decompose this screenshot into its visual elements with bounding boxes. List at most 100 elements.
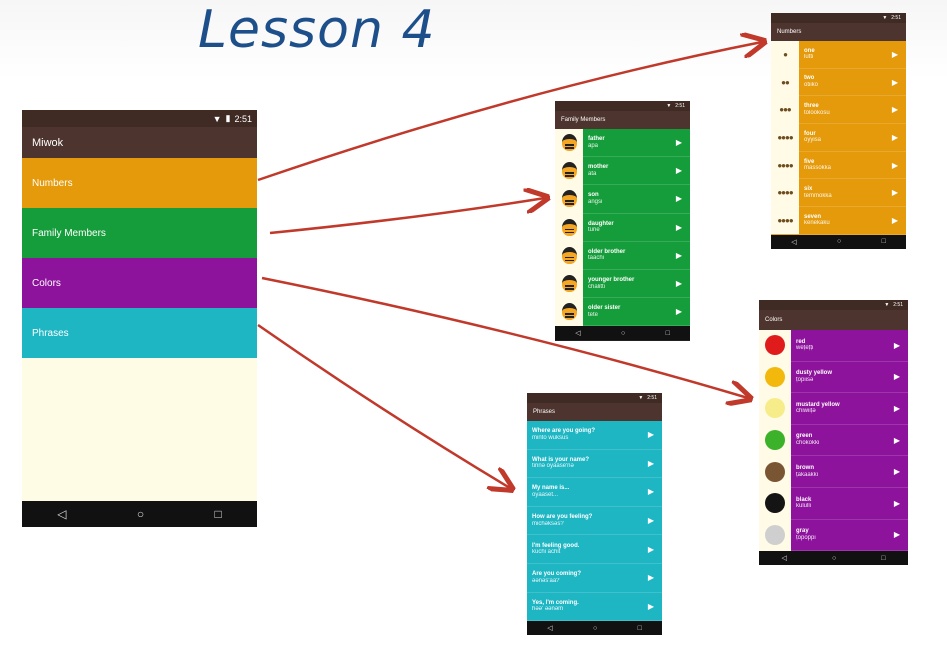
status-time: 2:51 xyxy=(893,302,903,308)
item-image xyxy=(759,519,791,551)
play-icon[interactable]: ▶ xyxy=(647,544,654,554)
item-image xyxy=(555,184,583,214)
color-swatch xyxy=(765,493,785,514)
item-english: My name is... xyxy=(532,485,570,492)
back-icon[interactable]: ◁ xyxy=(575,330,581,338)
app-bar: Phrases xyxy=(527,403,662,421)
play-icon[interactable]: ▶ xyxy=(647,573,654,583)
item-miwok: ṭakaakki xyxy=(796,471,819,478)
home-icon[interactable]: ○ xyxy=(831,554,837,562)
wifi-icon: ▼ xyxy=(884,302,890,308)
list-item[interactable]: How are you feeling?michәksәs?▶ xyxy=(527,506,662,536)
home-icon[interactable]: ○ xyxy=(136,507,145,521)
play-icon[interactable]: ▶ xyxy=(891,215,898,225)
play-icon[interactable]: ▶ xyxy=(891,49,898,59)
play-icon[interactable]: ▶ xyxy=(891,77,898,87)
play-icon[interactable]: ▶ xyxy=(647,458,654,468)
app-bar: Colors xyxy=(759,310,908,330)
play-icon[interactable]: ▶ xyxy=(893,403,900,413)
recents-icon[interactable]: □ xyxy=(881,238,886,246)
back-icon[interactable]: ◁ xyxy=(791,238,797,246)
play-icon[interactable]: ▶ xyxy=(647,487,654,497)
play-icon[interactable]: ▶ xyxy=(893,340,900,350)
nav-bar: ◁ ○ □ xyxy=(759,551,908,566)
item-english: older brother xyxy=(588,248,626,255)
play-icon[interactable]: ▶ xyxy=(675,166,682,176)
play-icon[interactable]: ▶ xyxy=(891,105,898,115)
list-item[interactable]: Yes, I'm coming.hәә' әәnәm▶ xyxy=(527,592,662,622)
play-icon[interactable]: ▶ xyxy=(675,307,682,317)
wifi-icon: ▼ xyxy=(882,15,888,21)
home-icon[interactable]: ○ xyxy=(620,329,626,337)
category-item[interactable]: Numbers xyxy=(22,158,257,208)
play-icon[interactable]: ▶ xyxy=(675,194,682,204)
play-icon[interactable]: ▶ xyxy=(891,188,898,198)
list-item[interactable]: What is your name?tinnә oyaase'nә▶ xyxy=(527,449,662,479)
recents-icon[interactable]: □ xyxy=(881,554,886,562)
category-item[interactable]: Colors xyxy=(22,258,257,308)
list-item[interactable]: Are you coming?әәnәs'aa?▶ xyxy=(527,563,662,593)
back-icon[interactable]: ◁ xyxy=(57,507,67,521)
status-time: 2:51 xyxy=(891,15,901,21)
play-icon[interactable]: ▶ xyxy=(675,222,682,232)
play-icon[interactable]: ▶ xyxy=(675,250,682,260)
back-icon[interactable]: ◁ xyxy=(781,555,787,563)
play-icon[interactable]: ▶ xyxy=(893,467,900,477)
recents-icon[interactable]: □ xyxy=(214,507,222,521)
play-icon[interactable]: ▶ xyxy=(647,430,654,440)
play-icon[interactable]: ▶ xyxy=(891,160,898,170)
item-english: daughter xyxy=(588,220,614,227)
recents-icon[interactable]: □ xyxy=(665,329,670,337)
category-item[interactable]: Phrases xyxy=(22,308,257,358)
play-icon[interactable]: ▶ xyxy=(647,601,654,611)
play-icon[interactable]: ▶ xyxy=(675,279,682,289)
play-icon[interactable]: ▶ xyxy=(893,372,900,382)
list-item[interactable]: Where are you going?minto wuksus▶ xyxy=(527,421,662,450)
item-image xyxy=(555,297,583,326)
play-icon[interactable]: ▶ xyxy=(893,498,900,508)
play-icon[interactable]: ▶ xyxy=(675,138,682,148)
recents-icon[interactable]: □ xyxy=(637,624,642,632)
home-icon[interactable]: ○ xyxy=(592,624,598,632)
item-miwok: temmokka xyxy=(804,192,832,199)
play-icon[interactable]: ▶ xyxy=(647,516,654,526)
back-icon[interactable]: ◁ xyxy=(547,625,553,633)
arrow-phrases xyxy=(257,323,510,488)
item-english: I'm feeling good. xyxy=(532,542,580,549)
play-icon[interactable]: ▶ xyxy=(893,435,900,445)
category-item[interactable]: Family Members xyxy=(22,208,257,258)
play-icon[interactable]: ▶ xyxy=(891,132,898,142)
item-english: black xyxy=(796,496,812,503)
home-icon[interactable]: ○ xyxy=(836,238,842,246)
list-item[interactable]: I'm feeling good.kuchi achit▶ xyxy=(527,535,662,564)
list-item[interactable]: My name is...oyaaset...▶ xyxy=(527,478,662,507)
play-icon[interactable]: ▶ xyxy=(893,530,900,540)
